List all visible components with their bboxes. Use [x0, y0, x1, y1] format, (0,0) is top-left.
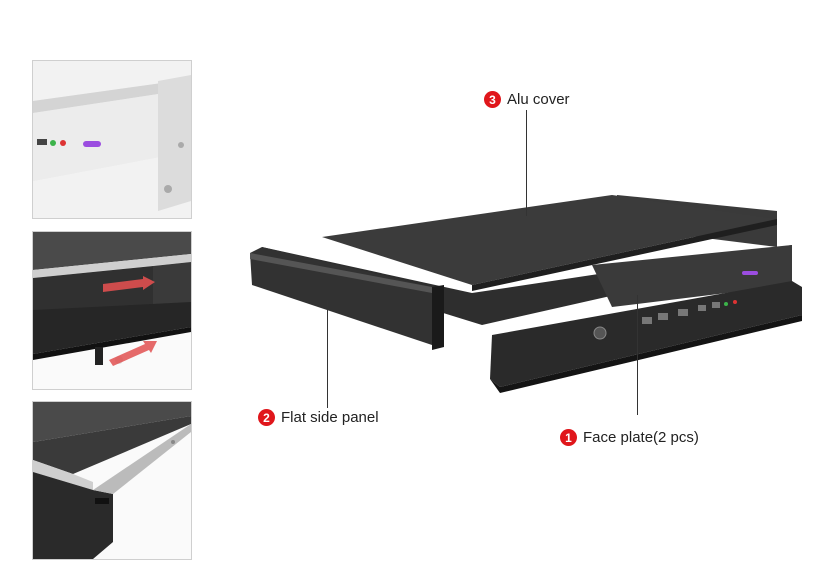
thumbnail-side-panel-slide	[32, 231, 192, 390]
power-button-icon	[593, 326, 607, 340]
thumbnail-silver-front	[32, 60, 192, 219]
callout-alu-cover: 3 Alu cover	[484, 91, 570, 108]
leader-line-cover	[526, 110, 527, 216]
side-panel-shape	[250, 247, 432, 345]
callout-number-badge: 1	[560, 429, 577, 446]
front-edge-image	[33, 402, 191, 559]
side-panel-slide-image	[33, 232, 191, 389]
callout-label: Face plate(2 pcs)	[583, 429, 699, 446]
face-plate-shape	[490, 281, 802, 387]
silver-chassis-image	[33, 61, 191, 218]
callout-label: Alu cover	[507, 91, 570, 108]
callout-number-badge: 3	[484, 91, 501, 108]
alu-cover-shape	[322, 195, 777, 285]
callout-face-plate: 1 Face plate(2 pcs)	[560, 429, 699, 446]
callout-side-panel: 2 Flat side panel	[258, 409, 379, 426]
callout-number-badge: 2	[258, 409, 275, 426]
leader-line-side-panel	[327, 300, 328, 408]
chassis-exploded-view	[250, 195, 802, 393]
callout-label: Flat side panel	[281, 409, 379, 426]
leader-line-face-plate	[637, 295, 638, 415]
thumbnail-front-edge	[32, 401, 192, 560]
